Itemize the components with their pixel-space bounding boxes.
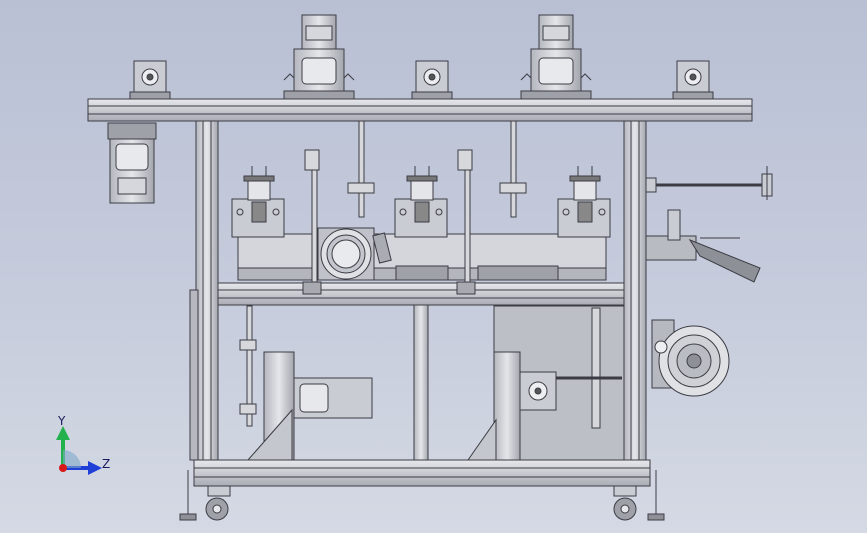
lower-gear-motor	[246, 351, 373, 461]
leveling-foot-right	[647, 470, 665, 521]
triad-z-label: Z	[102, 457, 111, 471]
frame-post-mid-left	[413, 304, 429, 466]
roller-station-left	[231, 166, 285, 238]
triad-y-label: Y	[58, 414, 66, 428]
guide-rods	[302, 120, 527, 295]
top-gear-unit-left	[283, 14, 355, 100]
top-small-motor-left	[129, 60, 171, 100]
side-plate-left	[189, 289, 199, 461]
caster-wheel-right	[613, 485, 637, 521]
hanging-gearbox	[107, 122, 157, 204]
roller-station-right	[557, 166, 611, 238]
drive-motor-cylinder	[317, 227, 392, 281]
top-small-motor-right	[672, 60, 714, 100]
process-plate	[237, 233, 607, 281]
leveling-foot-left	[179, 470, 197, 521]
coordinate-triad	[56, 426, 102, 475]
unwind-reel	[651, 319, 730, 397]
caster-wheel-left	[205, 485, 231, 521]
lower-guide-rods	[239, 305, 257, 427]
top-small-motor-center	[411, 60, 453, 100]
frame-post-right	[623, 120, 647, 487]
lower-right-motor	[467, 351, 622, 461]
frame-post-left	[195, 120, 219, 487]
roller-station-center	[394, 166, 448, 238]
top-beam	[87, 98, 753, 122]
bottom-rail	[193, 459, 651, 487]
top-gear-unit-right	[520, 14, 592, 100]
middle-rail	[217, 282, 625, 306]
output-arm	[645, 166, 773, 283]
